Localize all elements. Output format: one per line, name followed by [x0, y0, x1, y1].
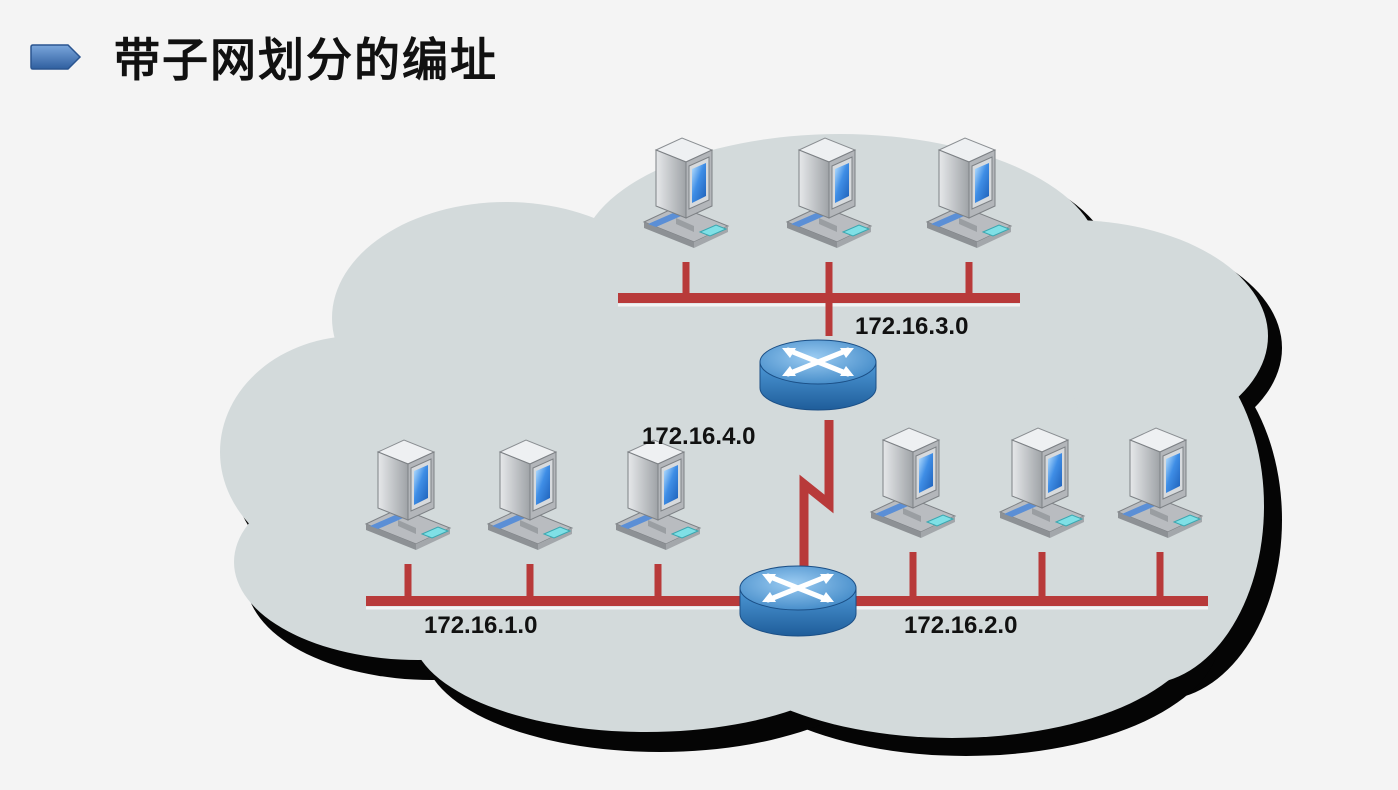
- arrow-bullet-icon: [30, 44, 82, 70]
- router-icon: [740, 566, 856, 636]
- subnet-label-link: 172.16.4.0: [642, 423, 755, 450]
- lan-top: [618, 262, 1020, 336]
- router-icon: [760, 340, 876, 410]
- page-title: 带子网划分的编址: [114, 33, 498, 87]
- subnet-label-right: 172.16.2.0: [904, 612, 1017, 639]
- serial-link: [799, 420, 834, 570]
- subnet-label-top: 172.16.3.0: [855, 313, 968, 340]
- subnet-label-left: 172.16.1.0: [424, 612, 537, 639]
- title-row: 带子网划分的编址: [30, 20, 498, 94]
